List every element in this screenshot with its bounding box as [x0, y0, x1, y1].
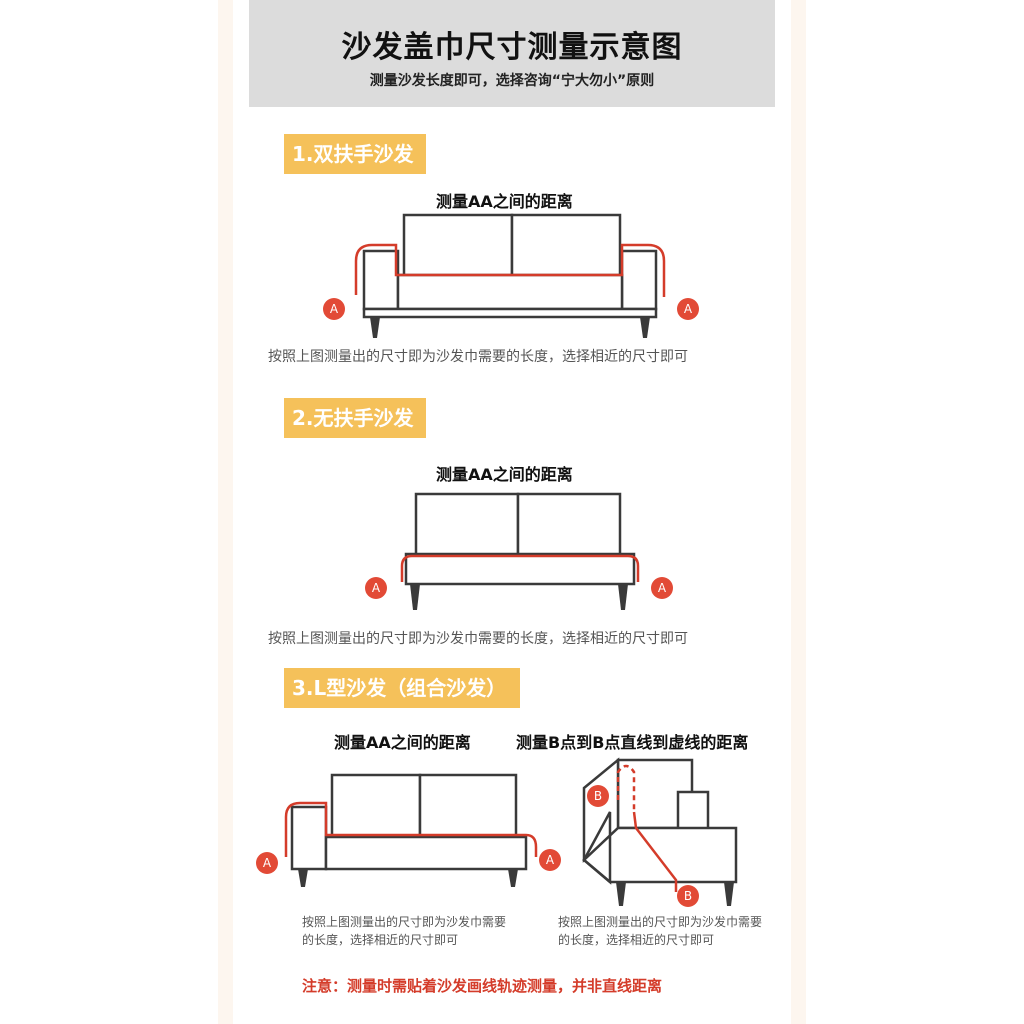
marker-a-left: A	[365, 577, 387, 599]
left-border-strip	[218, 0, 233, 1024]
header-banner: 沙发盖巾尺寸测量示意图 测量沙发长度即可，选择咨询“宁大勿小”原则	[249, 0, 775, 107]
sofa-armless-illustration: A A	[365, 492, 673, 610]
note-3-right: 按照上图测量出的尺寸即为沙发巾需要的长度，选择相近的尺寸即可	[558, 915, 763, 947]
measure-label-3-right: 测量B点到B点直线到虚线的距离	[516, 733, 749, 752]
section-tag-l-shape: 3.L型沙发（组合沙发）	[284, 668, 520, 708]
note-1: 按照上图测量出的尺寸即为沙发巾需要的长度，选择相近的尺寸即可	[268, 349, 688, 365]
svg-text:A: A	[330, 302, 339, 316]
svg-text:A: A	[684, 302, 693, 316]
marker-a-left: A	[323, 298, 345, 320]
marker-a-right: A	[539, 849, 561, 871]
svg-text:B: B	[594, 789, 602, 803]
measure-label-1: 测量AA之间的距离	[436, 192, 573, 211]
marker-a-left: A	[256, 852, 278, 874]
right-border-strip	[791, 0, 806, 1024]
marker-a-right: A	[677, 298, 699, 320]
note-3-left: 按照上图测量出的尺寸即为沙发巾需要的长度，选择相近的尺寸即可	[302, 915, 507, 947]
marker-b-top: B	[587, 785, 609, 807]
page-title: 沙发盖巾尺寸测量示意图	[341, 30, 683, 65]
marker-b-bottom: B	[677, 885, 699, 907]
marker-a-right: A	[651, 577, 673, 599]
svg-text:B: B	[684, 889, 692, 903]
measure-label-2: 测量AA之间的距离	[436, 465, 573, 484]
warning-note: 注意：测量时需贴着沙发画线轨迹测量，并非直线距离	[302, 977, 663, 995]
measure-label-3-left: 测量AA之间的距离	[334, 733, 471, 752]
svg-text:A: A	[263, 856, 272, 870]
section-tag-double-arm: 1.双扶手沙发	[284, 134, 426, 174]
note-2: 按照上图测量出的尺寸即为沙发巾需要的长度，选择相近的尺寸即可	[268, 631, 688, 647]
sofa-armrest-illustration: A A	[323, 213, 699, 338]
chaise-illustration: B B	[582, 757, 738, 907]
svg-text:A: A	[372, 581, 381, 595]
page-subtitle: 测量沙发长度即可，选择咨询“宁大勿小”原则	[369, 73, 655, 89]
svg-text:A: A	[658, 581, 667, 595]
sofa-l-shape-illustration: A A	[256, 773, 561, 887]
svg-text:A: A	[546, 853, 555, 867]
section-tag-armless: 2.无扶手沙发	[284, 398, 426, 438]
